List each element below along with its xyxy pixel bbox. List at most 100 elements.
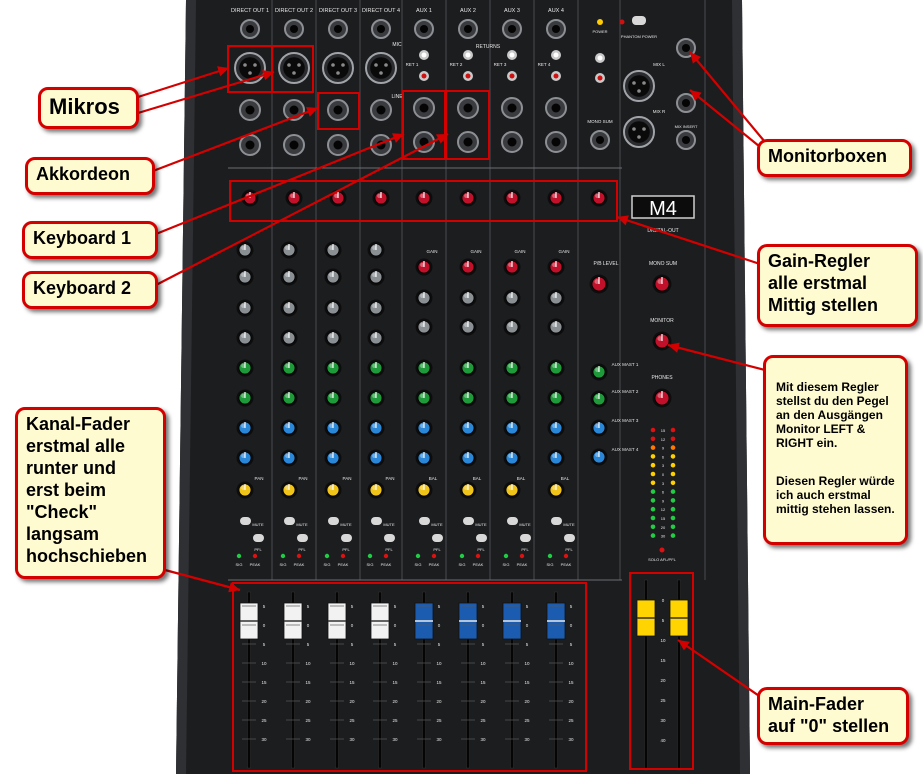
stereo-gain-label-3: GAIN bbox=[514, 249, 525, 254]
aux2-knob-4-shine bbox=[372, 393, 377, 398]
pb-rca-l-ring bbox=[597, 55, 603, 61]
meter-led-l-11 bbox=[650, 524, 656, 530]
aux3-knob-5-shine bbox=[420, 423, 425, 428]
pb-rca-r-ring bbox=[597, 75, 603, 81]
peak-led-5 bbox=[431, 553, 437, 559]
fader-scale-5-3: 10 bbox=[436, 661, 442, 666]
pfl-button-1 bbox=[253, 534, 264, 542]
mute-label-6: MUTE bbox=[475, 522, 487, 527]
phantom-switch bbox=[632, 16, 646, 25]
mute-button-7 bbox=[507, 517, 518, 525]
fader-scale-1-7: 30 bbox=[261, 737, 267, 742]
mute-button-6 bbox=[463, 517, 474, 525]
main-fader-scale-6: 30 bbox=[660, 718, 666, 723]
meter-led-r-3 bbox=[670, 454, 676, 459]
callout-kanal-fader: Kanal-Fader erstmal alle runter und erst… bbox=[15, 407, 166, 579]
mic-input-2-pin-2 bbox=[292, 71, 296, 75]
eq-knob-3-4-shine bbox=[329, 333, 334, 338]
stereo-input-r-3-hole bbox=[507, 137, 517, 147]
fader-scale-3-5: 20 bbox=[349, 699, 355, 704]
pan-label-3: PAN bbox=[343, 476, 352, 481]
power-label: POWER bbox=[592, 29, 607, 34]
meter-scale-1: 12 bbox=[661, 437, 666, 442]
arrow-keyboard-2 bbox=[155, 133, 449, 286]
fader-scale-5-1: 0 bbox=[438, 623, 441, 628]
mic-label: MIC bbox=[392, 42, 402, 48]
meter-led-r-1 bbox=[670, 436, 676, 442]
mic-input-2-socket bbox=[283, 57, 305, 79]
stereo-gain-knob-4-shine bbox=[552, 262, 557, 267]
stereo-eq-hf-3-shine bbox=[508, 293, 513, 298]
mic-input-1-socket bbox=[239, 57, 261, 79]
pan-label-1: PAN bbox=[255, 476, 264, 481]
fader-scale-7-2: 5 bbox=[526, 642, 529, 647]
eq-knob-1-2-shine bbox=[241, 272, 246, 277]
aux1-knob-4-shine bbox=[372, 363, 377, 368]
mix-l-label: MIX L bbox=[653, 62, 665, 67]
eq-knob-4-1-shine bbox=[372, 245, 377, 250]
mono-sum-knob-shine bbox=[657, 279, 663, 284]
channel-faders-highlight bbox=[232, 582, 587, 772]
mute-label-8: MUTE bbox=[563, 522, 575, 527]
pfl-button-6 bbox=[476, 534, 487, 542]
return-label-1: RET 1 bbox=[406, 62, 419, 67]
stereo-gain-knob-2-shine bbox=[464, 262, 469, 267]
fader-scale-2-4: 15 bbox=[305, 680, 311, 685]
callout-main-fader: Main-Fader auf "0" stellen bbox=[757, 687, 909, 745]
arrow-monitor-r-head bbox=[690, 90, 702, 101]
pan-knob-6-shine bbox=[464, 485, 469, 490]
arrow-mikros-1-head bbox=[217, 66, 229, 77]
pan-knob-1-shine bbox=[241, 485, 246, 490]
return-rca-r-2-ring bbox=[465, 73, 471, 79]
aux1-knob-7-shine bbox=[508, 363, 513, 368]
fader-scale-7-1: 0 bbox=[526, 623, 529, 628]
return-master-knob-shine bbox=[595, 193, 600, 198]
pfl-label-4: PFL bbox=[385, 547, 393, 552]
peak-led-2 bbox=[296, 553, 302, 559]
mono-sum-knob-label: MONO SUM bbox=[649, 261, 677, 267]
aux2-knob-3-shine bbox=[329, 393, 334, 398]
fader-scale-4-0: 5 bbox=[394, 604, 397, 609]
line-label: LINE bbox=[391, 94, 403, 100]
meter-led-r-2 bbox=[670, 445, 676, 450]
stereo-eq-hf-4-shine bbox=[552, 293, 557, 298]
fader-scale-6-1: 0 bbox=[482, 623, 485, 628]
meter-led-r-4 bbox=[670, 462, 676, 468]
channel-fader-1-track bbox=[247, 591, 251, 769]
main-faders-highlight bbox=[629, 572, 694, 770]
stereo-gain-label-4: GAIN bbox=[558, 249, 569, 254]
arrow-monitor-knob-head bbox=[668, 342, 680, 353]
sig-label-8: SIG bbox=[547, 562, 554, 567]
aux4-knob-1-shine bbox=[241, 453, 246, 458]
mic-input-4-pin-0 bbox=[374, 63, 378, 67]
stereo-input-l-2-hole bbox=[463, 103, 473, 113]
peak-led-1 bbox=[252, 553, 258, 559]
pb-level-knob-shine bbox=[594, 279, 600, 284]
direct-out-label-3: DIRECT OUT 3 bbox=[319, 8, 357, 14]
fader-scale-1-1: 0 bbox=[263, 623, 266, 628]
mute-button-5 bbox=[419, 517, 430, 525]
direct-out-jack-1-hole bbox=[245, 24, 255, 34]
aux4-knob-7-shine bbox=[508, 453, 513, 458]
mic-input-3-pin-0 bbox=[331, 63, 335, 67]
callout-akkordeon: Akkordeon bbox=[25, 157, 155, 195]
aux-out-label-2: AUX 2 bbox=[460, 8, 476, 14]
meter-scale-9: 12 bbox=[661, 507, 666, 512]
fader-scale-8-7: 30 bbox=[568, 737, 574, 742]
direct-out-jack-3-hole bbox=[333, 24, 343, 34]
eq-knob-4-3-shine bbox=[372, 303, 377, 308]
power-led bbox=[597, 19, 603, 25]
mono-sum-label: MONO SUM bbox=[587, 119, 613, 124]
aux1-knob-1-shine bbox=[241, 363, 246, 368]
mic-input-3-pin-2 bbox=[336, 71, 340, 75]
peak-led-4 bbox=[383, 553, 389, 559]
mix-insert-jack-hole bbox=[681, 135, 691, 145]
return-rca-l-1-ring bbox=[421, 52, 427, 58]
fader-scale-4-6: 25 bbox=[392, 718, 398, 723]
pfl-label-8: PFL bbox=[565, 547, 573, 552]
meter-led-l-9 bbox=[650, 506, 656, 512]
mic-input-4-pin-1 bbox=[384, 63, 388, 67]
channel-fader-3-track bbox=[335, 591, 339, 769]
eq-knob-2-4-shine bbox=[285, 333, 290, 338]
sig-led-1 bbox=[236, 553, 242, 559]
